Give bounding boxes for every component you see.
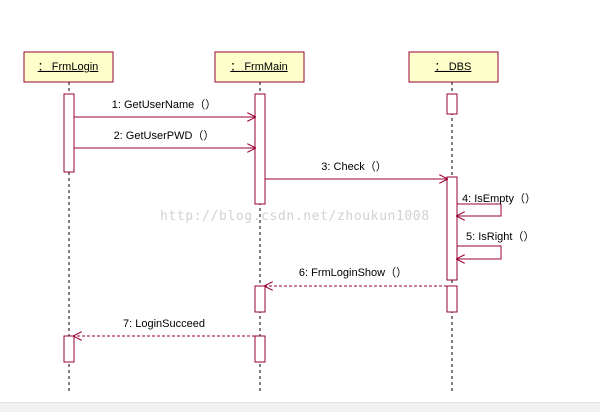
activation-dbs-1	[446, 93, 458, 115]
activation-dbs-3	[446, 285, 458, 313]
message-1: 1: GetUserName（）	[74, 98, 255, 117]
lifeline-dbs: ： DBS	[408, 51, 499, 83]
activation-frmmain-2	[254, 285, 266, 313]
message-4-label: 4: IsEmpty（）	[462, 192, 536, 205]
lifeline-frmmain-label: ： FrmMain	[230, 61, 287, 73]
lifeline-frmlogin-label: ： FrmLogin	[38, 61, 99, 73]
message-5-self: 5: IsRight（）	[457, 230, 534, 259]
message-4-self: 4: IsEmpty（）	[457, 192, 536, 216]
activation-dbs-2	[446, 176, 458, 281]
message-2: 2: GetUserPWD（）	[74, 129, 255, 148]
message-5-label: 5: IsRight（）	[466, 230, 534, 243]
lifeline-frmlogin: ： FrmLogin	[23, 51, 114, 83]
message-3: 3: Check（）	[265, 160, 447, 179]
lifeline-frmmain: ： FrmMain	[214, 51, 305, 83]
message-7-return: 7: LoginSucceed	[74, 318, 255, 336]
activation-frmmain-1	[254, 93, 266, 205]
activation-frmmain-3	[254, 335, 266, 363]
lifeline-dbs-label: ： DBS	[435, 61, 472, 73]
message-2-label: 2: GetUserPWD（）	[114, 129, 215, 142]
activation-frmlogin-2	[63, 335, 75, 363]
message-3-label: 3: Check（）	[321, 160, 386, 173]
watermark-text: http://blog.csdn.net/zhoukun1008	[160, 209, 430, 224]
message-6-return: 6: FrmLoginShow（）	[265, 266, 447, 286]
activation-frmlogin-1	[63, 93, 75, 173]
message-1-label: 1: GetUserName（）	[112, 98, 217, 111]
bottom-strip	[0, 402, 600, 412]
message-7-label: 7: LoginSucceed	[123, 318, 205, 330]
message-6-label: 6: FrmLoginShow（）	[299, 266, 407, 279]
